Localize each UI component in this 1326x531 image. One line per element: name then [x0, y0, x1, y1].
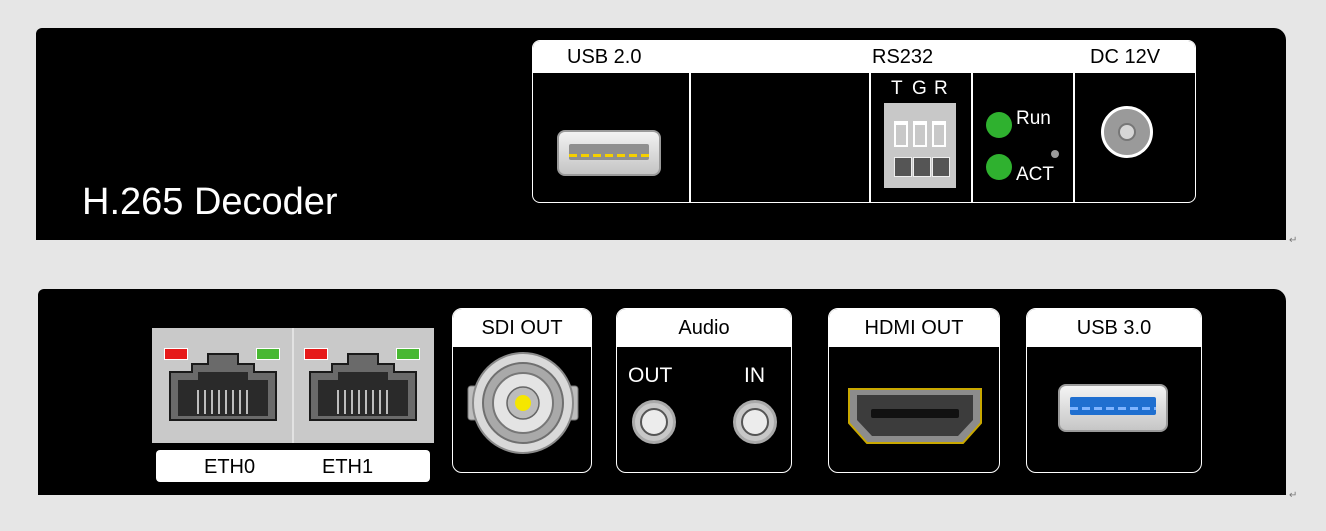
audio-box: Audio — [616, 308, 792, 473]
usb2-port[interactable] — [557, 130, 661, 176]
dc-jack-center — [1118, 123, 1136, 141]
rs232-pin-label: G — [912, 78, 927, 99]
eth1-rj45-jack-icon[interactable] — [304, 342, 422, 428]
rs232-pin-label: R — [934, 78, 948, 99]
terminal-slot — [913, 157, 931, 177]
usb2-label: USB 2.0 — [567, 46, 642, 68]
terminal-screw-icon — [932, 121, 946, 147]
eth1-activity-led-icon — [396, 348, 420, 360]
act-led-label: ACT — [1016, 164, 1054, 185]
eth1-link-led-icon — [304, 348, 328, 360]
usb3-label: USB 3.0 — [1027, 309, 1201, 347]
top-header-bar — [533, 41, 1195, 73]
rs232-terminal-block[interactable] — [884, 103, 956, 188]
hdmi-out-label: HDMI OUT — [829, 309, 999, 347]
usb3-port[interactable] — [1058, 384, 1168, 432]
run-led-icon — [986, 112, 1012, 138]
divider — [1073, 73, 1075, 202]
usb3-port-slot — [1070, 397, 1156, 415]
sdi-bnc-connector-icon[interactable] — [466, 350, 580, 456]
ethernet-divider — [292, 328, 294, 443]
rs232-label: RS232 — [872, 46, 934, 68]
terminal-screw-icon — [913, 121, 927, 147]
rs232-pin-label: T — [891, 78, 903, 99]
audio-out-jack-icon[interactable] — [632, 400, 676, 444]
sdi-out-box: SDI OUT — [452, 308, 592, 473]
sdi-out-label: SDI OUT — [453, 309, 591, 347]
divider — [869, 73, 871, 202]
usb3-box: USB 3.0 — [1026, 308, 1202, 473]
divider — [689, 73, 691, 202]
terminal-screw-icon — [894, 121, 908, 147]
eth1-label: ETH1 — [322, 456, 374, 478]
eth0-activity-led-icon — [256, 348, 280, 360]
usb2-port-slot — [569, 144, 649, 160]
return-mark: ↵ — [1289, 235, 1298, 246]
run-led-label: Run — [1016, 108, 1051, 129]
return-mark: ↵ — [1289, 490, 1298, 501]
reset-pinhole[interactable] — [1051, 150, 1059, 158]
ethernet-ports — [152, 328, 434, 443]
eth0-link-led-icon — [164, 348, 188, 360]
device-title: H.265 Decoder — [82, 181, 338, 223]
usb2-contacts — [569, 154, 649, 157]
eth0-rj45-jack-icon[interactable] — [164, 342, 282, 428]
audio-label: Audio — [617, 309, 791, 347]
audio-out-label: OUT — [628, 364, 673, 387]
dc-label: DC 12V — [1090, 46, 1161, 68]
audio-in-label: IN — [744, 364, 765, 387]
audio-in-jack-icon[interactable] — [733, 400, 777, 444]
usb3-contacts — [1070, 407, 1156, 410]
ethernet-label-strip: ETH0 ETH1 — [156, 450, 430, 482]
dc-power-jack[interactable] — [1101, 106, 1153, 158]
terminal-slot — [932, 157, 950, 177]
hdmi-out-box: HDMI OUT — [828, 308, 1000, 473]
divider — [971, 73, 973, 202]
eth0-label: ETH0 — [204, 456, 256, 478]
hdmi-port-icon[interactable] — [847, 385, 983, 447]
top-connector-block: USB 2.0 RS232 DC 12V — [532, 40, 1196, 203]
terminal-slot — [894, 157, 912, 177]
act-led-icon — [986, 154, 1012, 180]
